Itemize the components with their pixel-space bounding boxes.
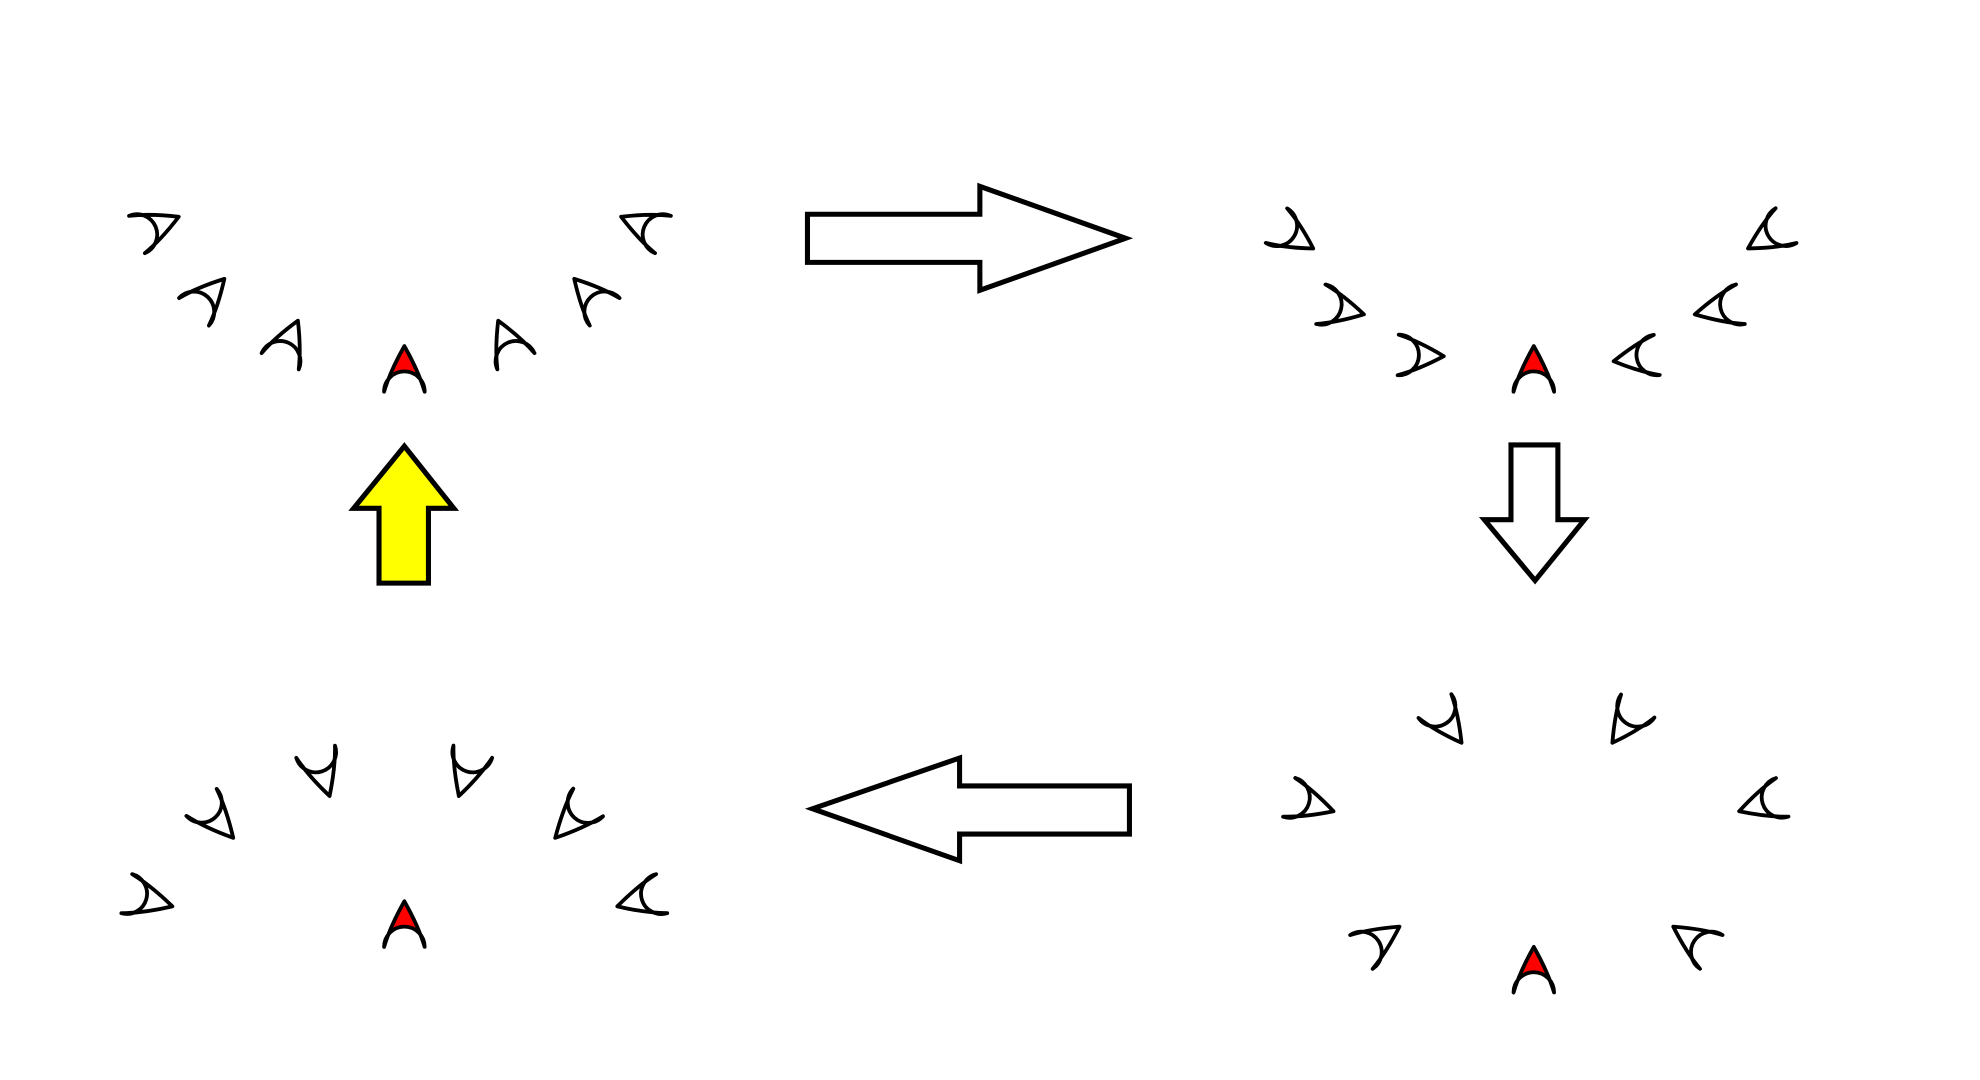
petal-drop-6 [1671, 924, 1725, 971]
panel-bottom-left [119, 743, 670, 949]
down-arrow [1478, 442, 1590, 585]
petal-drop-3 [1348, 924, 1402, 971]
petal-drop-5 [572, 276, 622, 328]
petal-drop-2 [1281, 776, 1336, 820]
panel-bottom-right [1281, 692, 1791, 995]
petal-drop-6 [1611, 332, 1662, 378]
red-drop [382, 344, 427, 394]
panel-top-left [127, 212, 673, 394]
petal-drop-6 [493, 318, 537, 372]
petal-drop-1 [127, 212, 181, 256]
petal-drop-5 [1737, 776, 1791, 820]
petal-drop-1 [1416, 692, 1464, 745]
panel-top-right [1263, 206, 1799, 394]
left-arrow [804, 754, 1132, 865]
petal-drop-3 [259, 318, 303, 372]
petal-drop-1 [1263, 206, 1316, 251]
right-arrow [804, 182, 1134, 294]
petal-drop-5 [553, 786, 605, 840]
red-drop [382, 899, 427, 949]
up-arrow [348, 442, 460, 586]
petal-drop-2 [177, 276, 227, 328]
petal-drop-3 [1395, 332, 1446, 378]
petal-drop-4 [1746, 206, 1799, 251]
petal-drop-2 [1314, 282, 1366, 327]
petal-drop-4 [450, 743, 495, 798]
petal-drop-1 [294, 743, 338, 798]
petal-drop-4 [1610, 692, 1657, 745]
petal-drop-6 [615, 872, 670, 916]
red-drop [1511, 344, 1556, 394]
petal-drop-3 [119, 872, 175, 916]
petal-drop-4 [619, 212, 673, 256]
petal-drop-5 [1692, 282, 1747, 327]
petal-drop-2 [184, 786, 236, 840]
diagram-content [119, 182, 1799, 995]
red-drop [1511, 945, 1556, 995]
